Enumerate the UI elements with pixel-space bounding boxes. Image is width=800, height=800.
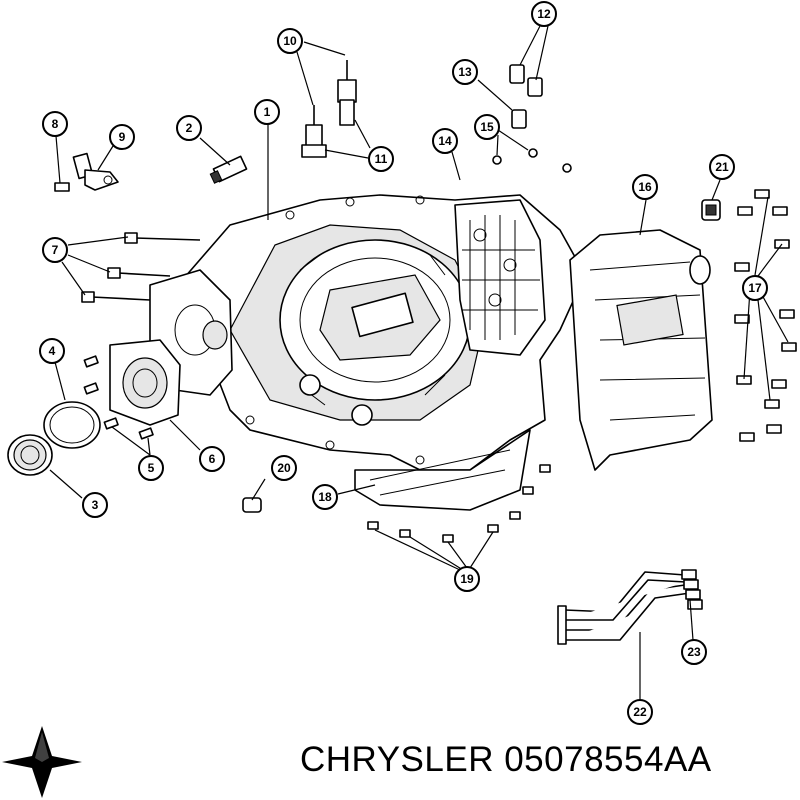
callout-3: 3 xyxy=(82,492,108,518)
callout-7: 7 xyxy=(42,237,68,263)
plug-part-20 xyxy=(242,497,262,513)
callout-23: 23 xyxy=(681,639,707,665)
plugs-part-15 xyxy=(492,148,572,173)
callout-15-label: 15 xyxy=(480,120,494,134)
leader-lines xyxy=(49,25,789,700)
bolts-part-17 xyxy=(734,189,797,442)
callout-16-label: 16 xyxy=(638,180,652,194)
fitting-part-13 xyxy=(511,109,527,129)
gasket-part-4 xyxy=(43,401,101,449)
filter-part-21 xyxy=(701,199,721,221)
callout-4-label: 4 xyxy=(49,344,56,358)
callout-11: 11 xyxy=(368,146,394,172)
callout-1: 1 xyxy=(254,99,280,125)
callout-8: 8 xyxy=(42,111,68,137)
callout-2-label: 2 xyxy=(186,121,193,135)
pump-cover-part-6 xyxy=(109,339,181,426)
callout-19: 19 xyxy=(454,566,480,592)
sensor-part-10-11-right xyxy=(337,60,357,126)
transmission-case xyxy=(164,194,586,511)
callout-13-label: 13 xyxy=(458,65,472,79)
part-caption: CHRYSLER 05078554AA xyxy=(300,740,712,780)
sensor-part-10-11-left xyxy=(301,105,327,158)
callout-1-label: 1 xyxy=(264,105,271,119)
callout-21-label: 21 xyxy=(715,160,729,174)
seal-part-3 xyxy=(7,434,53,476)
callout-21: 21 xyxy=(709,154,735,180)
callout-10: 10 xyxy=(277,28,303,54)
callout-12: 12 xyxy=(531,1,557,27)
callout-6-label: 6 xyxy=(209,452,216,466)
callout-2: 2 xyxy=(176,115,202,141)
callout-10-label: 10 xyxy=(283,34,297,48)
cooler-lines-part-22 xyxy=(557,571,691,645)
callout-15: 15 xyxy=(474,114,500,140)
callout-20-label: 20 xyxy=(277,461,291,475)
callout-3-label: 3 xyxy=(92,498,99,512)
callout-5: 5 xyxy=(138,455,164,481)
callout-17-label: 17 xyxy=(748,281,762,295)
callout-7-label: 7 xyxy=(52,243,59,257)
callout-19-label: 19 xyxy=(460,572,474,586)
callout-13: 13 xyxy=(452,59,478,85)
switches-part-12 xyxy=(509,64,543,97)
side-cover-part-16 xyxy=(569,229,713,471)
callout-9-label: 9 xyxy=(119,130,126,144)
callout-17: 17 xyxy=(742,275,768,301)
callout-14: 14 xyxy=(432,128,458,154)
bolts-part-5 xyxy=(83,355,154,440)
callout-4: 4 xyxy=(39,338,65,364)
bolts-part-7 xyxy=(81,232,201,303)
callout-9: 9 xyxy=(109,124,135,150)
callout-22: 22 xyxy=(627,699,653,725)
callout-22-label: 22 xyxy=(633,705,647,719)
callout-18-label: 18 xyxy=(318,490,332,504)
callout-8-label: 8 xyxy=(52,117,59,131)
callout-5-label: 5 xyxy=(148,461,155,475)
callout-16: 16 xyxy=(632,174,658,200)
callout-20: 20 xyxy=(271,455,297,481)
callout-6: 6 xyxy=(199,446,225,472)
sensor-part-9 xyxy=(54,152,119,192)
callout-14-label: 14 xyxy=(438,134,452,148)
fittings-part-23 xyxy=(681,569,703,610)
brand-name: CHRYSLER xyxy=(300,740,494,779)
callout-11-label: 11 xyxy=(375,152,388,166)
part-number: 05078554AA xyxy=(504,740,712,779)
callout-12-label: 12 xyxy=(537,7,551,21)
pentastar-icon xyxy=(2,726,82,798)
sensor-part-2 xyxy=(209,155,248,184)
callout-23-label: 23 xyxy=(687,645,701,659)
callout-18: 18 xyxy=(312,484,338,510)
